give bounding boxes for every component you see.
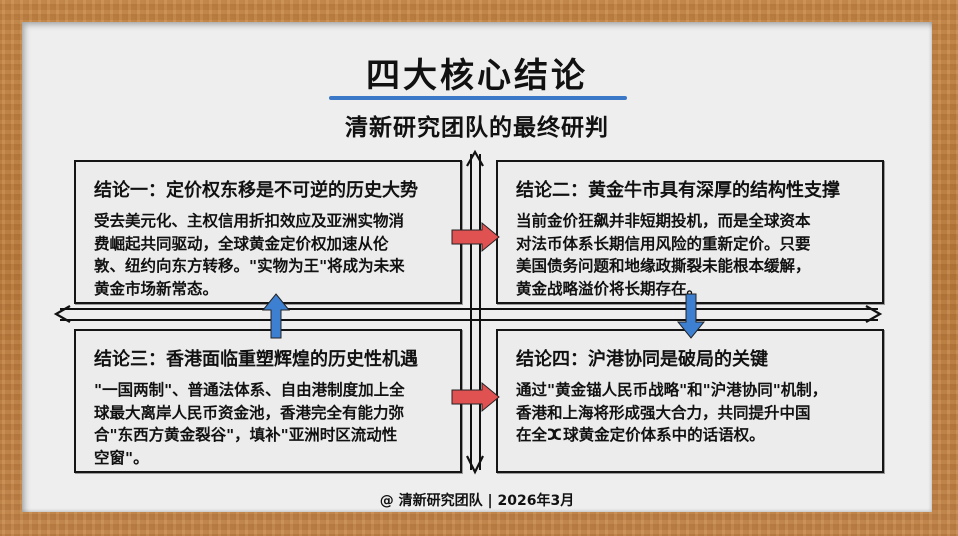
card-line: 受去美元化、主权信用折扣效应及亚洲实物消 [94,212,405,230]
arrowhead-up-icon [466,149,484,167]
blue-down-arrow-icon [676,293,706,339]
arrowhead-down-icon [466,455,484,475]
arrowhead-right-icon [865,305,883,323]
red-right-arrow-icon [451,221,500,253]
card-line: "一国两制"、普通法体系、自由港制度加上全 [94,381,405,399]
card-line: 敦、纽约向东方转移。"实物为王"将成为未来 [94,257,405,275]
red-right-arrow-icon [451,381,500,413]
card-line: 费崛起共同驱动，全球黄金定价权加速从伦 [94,234,389,253]
card-body: 当前金价狂飙并非短期投机，而是全球资本 对法币体系长期信用风险的重新定价。只要 … [516,210,870,300]
card-line: 香港和上海将形成强大合力，共同提升中国 [516,403,811,422]
card-title: 结论二：黄金牛市具有深厚的结构性支撑 [516,180,840,201]
card-line: 黄金市场新常态。 [94,279,219,298]
card-title: 结论一：定价权东移是不可逆的历史大势 [94,180,418,201]
card-line: 在全ⵋ球黄金定价体系中的话语权。 [516,426,765,444]
card-title: 结论三：香港面临重塑辉煌的历史性机遇 [94,349,418,370]
card-line: 通过"黄金锚人民币战略"和"沪港协同"机制， [516,381,828,399]
card-title: 结论四：沪港协同是破局的关键 [516,349,768,370]
vertical-axis-line-left [470,154,472,470]
card-line: 空窗"。 [94,448,149,467]
card-line: 黄金战略溢价将长期存在。 [516,279,703,298]
card-line: 美国债务问题和地缘政撕裂未能根本缓解， [516,257,811,275]
card-body: 受去美元化、主权信用折扣效应及亚洲实物消 费崛起共同驱动，全球黄金定价权加速从伦… [94,210,448,300]
conclusion-card-1: 结论一：定价权东移是不可逆的历史大势 受去美元化、主权信用折扣效应及亚洲实物消 … [74,160,462,304]
card-body: 通过"黄金锚人民币战略"和"沪港协同"机制， 香港和上海将形成强大合力，共同提升… [516,379,870,447]
card-line: 合"东西方黄金裂谷"，填补"亚洲时区流动性 [94,426,398,444]
card-line: 对法币体系长期信用风险的重新定价。只要 [516,234,811,253]
card-line: 球最大离岸人民币资金池，香港完全有能力弥 [94,403,405,422]
page-subtitle: 清新研究团队的最终研判 [345,115,609,141]
vertical-axis-line-right [479,154,481,470]
card-line: 当前金价狂飙并非短期投机，而是全球资本 [516,212,811,230]
conclusion-card-3: 结论三：香港面临重塑辉煌的历史性机遇 "一国两制"、普通法体系、自由港制度加上全… [74,329,462,473]
card-body: "一国两制"、普通法体系、自由港制度加上全 球最大离岸人民币资金池，香港完全有能… [94,379,448,469]
footer-credit: @ 清新研究团队 | 2026年3月 [379,493,575,509]
horizontal-axis-line-lower [60,319,878,321]
arrowhead-left-icon [53,305,71,323]
conclusion-card-2: 结论二：黄金牛市具有深厚的结构性支撑 当前金价狂飙并非短期投机，而是全球资本 对… [496,160,884,304]
whiteboard: 四大核心结论 清新研究团队的最终研判 结论一：定价权东移是不可逆的历史大势 受去… [22,22,932,512]
title-underline [329,96,627,100]
conclusion-card-4: 结论四：沪港协同是破局的关键 通过"黄金锚人民币战略"和"沪港协同"机制， 香港… [496,329,884,473]
page-title: 四大核心结论 [366,56,588,96]
blue-up-arrow-icon [261,293,291,339]
horizontal-axis-line-upper [60,308,878,310]
